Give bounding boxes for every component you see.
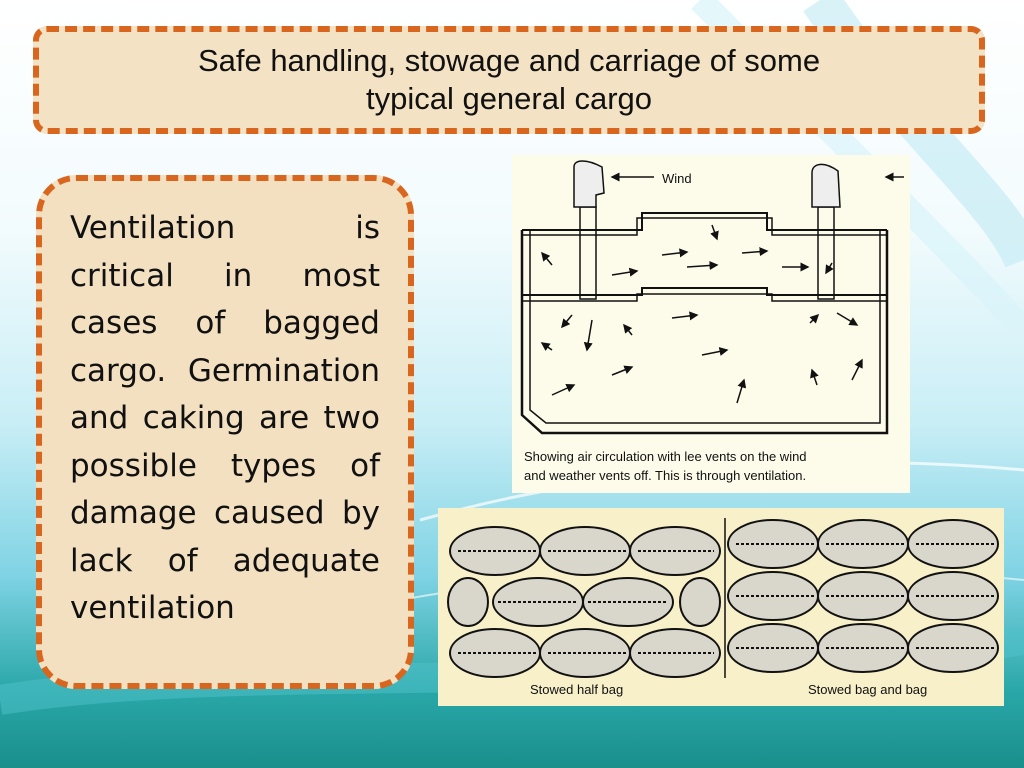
- ventilation-caption-line2: and weather vents off. This is through v…: [524, 468, 806, 483]
- half-bag-label: Stowed half bag: [530, 682, 623, 697]
- wind-label: Wind: [662, 171, 692, 186]
- bag-and-bag-label: Stowed bag and bag: [808, 682, 927, 697]
- body-text: Ventilation is critical in most cases of…: [70, 210, 380, 626]
- right-cowl-icon: [811, 163, 841, 208]
- ventilation-diagram: Wind Showing air circulation: [512, 155, 910, 493]
- ventilation-caption-line1: Showing air circulation with lee vents o…: [524, 449, 807, 464]
- body-text-panel: Ventilation is critical in most cases of…: [36, 175, 414, 689]
- bag-stowage-diagram: Stowed half bag Stowed bag and bag: [438, 508, 1004, 706]
- bag-stowage-drawing: Stowed half bag Stowed bag and bag: [447, 518, 999, 697]
- slide-title: Safe handling, stowage and carriage of s…: [197, 43, 821, 116]
- half-bag-stack: [447, 526, 721, 678]
- left-cowl-icon: [573, 160, 605, 208]
- title-panel: Safe handling, stowage and carriage of s…: [33, 26, 985, 134]
- ventilation-diagram-drawing: Wind Showing air circulation: [520, 160, 904, 483]
